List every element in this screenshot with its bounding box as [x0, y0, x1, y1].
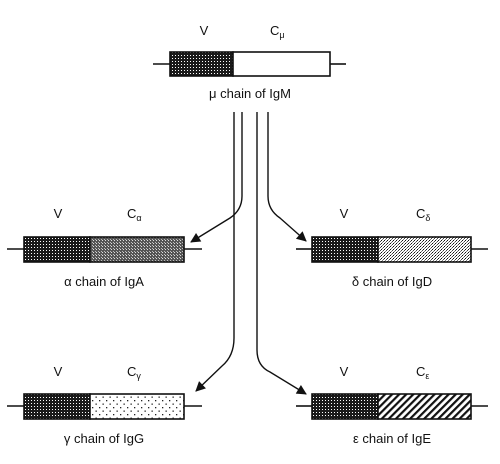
- alpha-c-label: Cα: [127, 206, 142, 223]
- gamma-chain-caption: γ chain of IgG: [64, 431, 144, 446]
- mu-chain-group: V Cμ μ chain of IgM: [153, 23, 346, 101]
- delta-c-label: Cδ: [416, 206, 430, 223]
- epsilon-v-label: V: [340, 364, 349, 379]
- alpha-chain-caption: α chain of IgA: [64, 274, 144, 289]
- epsilon-chain-caption: ε chain of IgE: [353, 431, 431, 446]
- epsilon-c-region: [377, 393, 472, 420]
- gamma-v-label: V: [54, 364, 63, 379]
- gamma-chain-group: V Cγ γ chain of IgG: [7, 364, 202, 446]
- epsilon-v-region: [311, 393, 379, 420]
- gamma-v-region: [23, 393, 91, 420]
- alpha-c-region: [89, 236, 185, 263]
- delta-c-region: [377, 236, 472, 263]
- switch-arrows: [190, 112, 307, 395]
- delta-v-region: [311, 236, 379, 263]
- mu-c-region: [232, 51, 331, 77]
- epsilon-chain-group: V Cε ε chain of IgE: [296, 364, 488, 446]
- arrow-to-gamma: [195, 112, 235, 392]
- delta-v-label: V: [340, 206, 349, 221]
- alpha-chain-group: V Cα α chain of IgA: [7, 206, 202, 289]
- arrow-to-delta: [267, 112, 307, 242]
- gamma-c-region: [89, 393, 185, 420]
- arrow-to-alpha: [190, 112, 243, 243]
- gamma-c-label: Cγ: [127, 364, 141, 381]
- arrow-to-epsilon: [256, 112, 307, 395]
- mu-c-label: Cμ: [270, 23, 285, 40]
- mu-v-region: [169, 51, 234, 77]
- alpha-v-label: V: [54, 206, 63, 221]
- mu-v-label: V: [200, 23, 209, 38]
- epsilon-c-label: Cε: [416, 364, 429, 381]
- mu-chain-caption: μ chain of IgM: [209, 86, 291, 101]
- alpha-v-region: [23, 236, 91, 263]
- delta-chain-caption: δ chain of IgD: [352, 274, 432, 289]
- delta-chain-group: V Cδ δ chain of IgD: [296, 206, 488, 289]
